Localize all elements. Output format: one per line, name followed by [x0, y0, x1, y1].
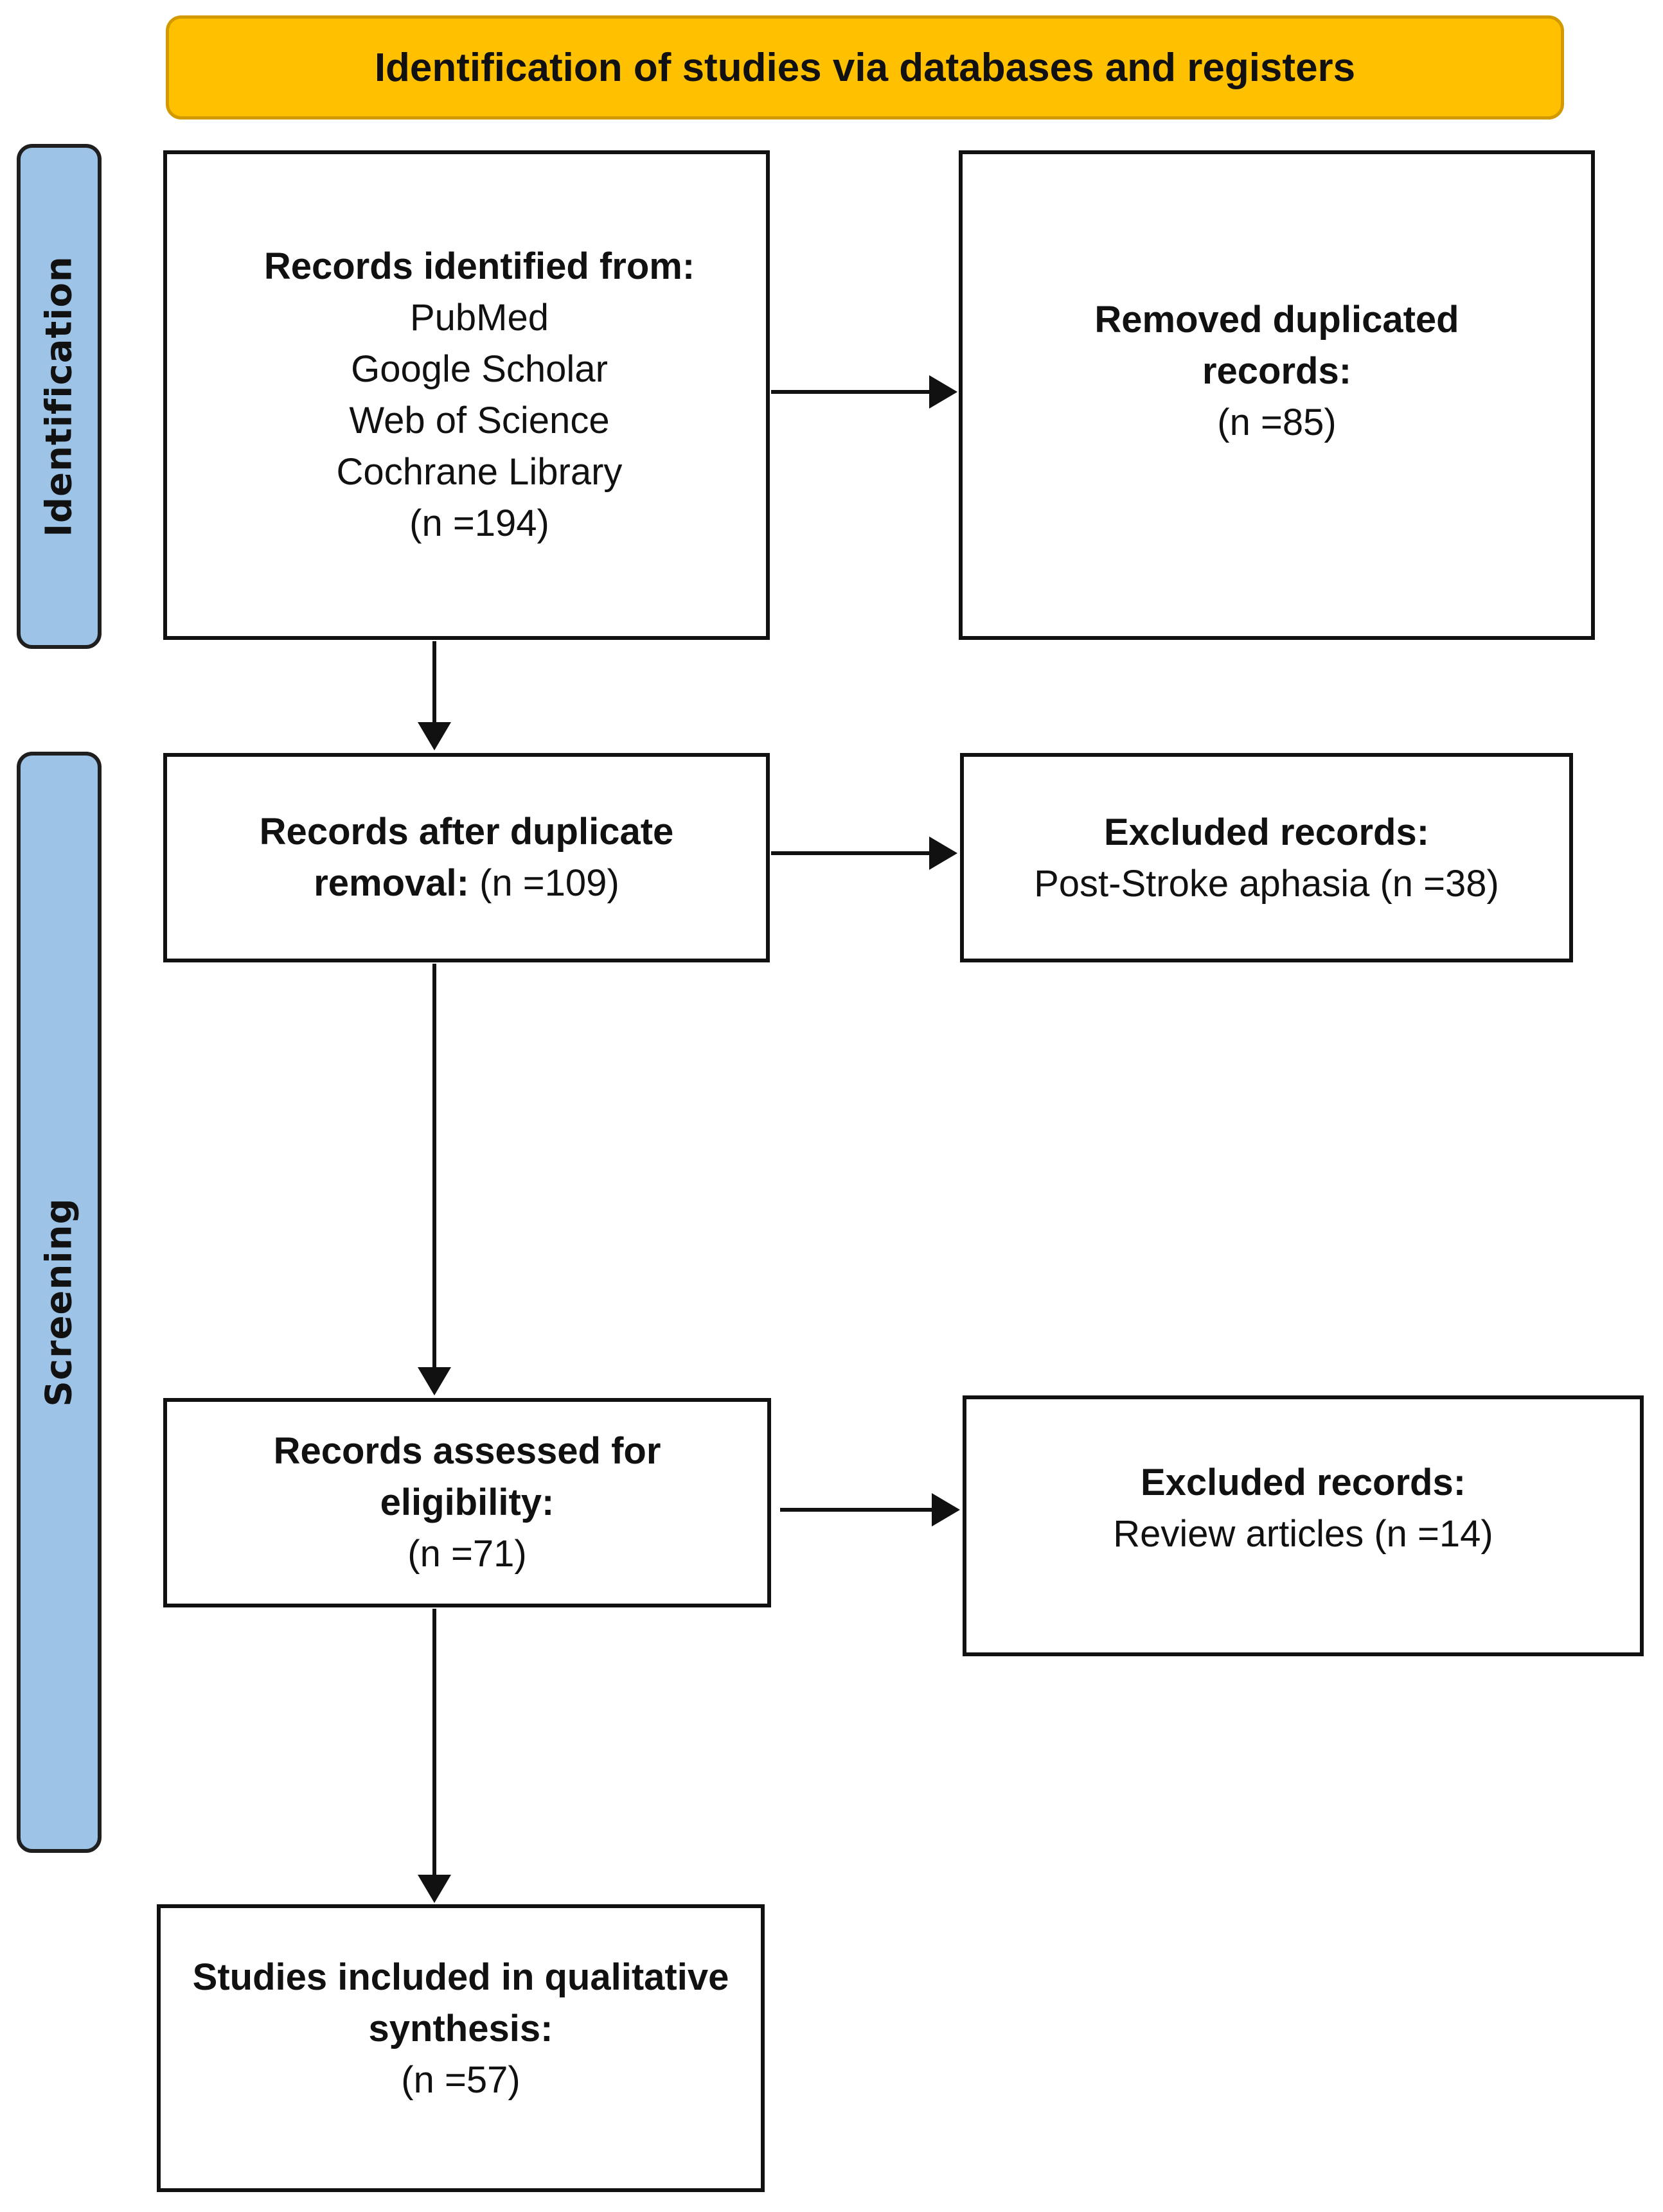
after-duplicate-count: (n =109) [469, 862, 619, 904]
removed-duplicates-box: Removed duplicated records: (n =85) [959, 150, 1595, 640]
included-heading-2: synthesis: [368, 2008, 553, 2049]
arrow-assessed-to-included [418, 1609, 451, 1903]
arrow-identified-to-after-dup [418, 641, 451, 750]
phase-identification: Identification [17, 144, 102, 649]
excluded-aphasia-heading: Excluded records: [1103, 811, 1430, 853]
assessed-heading-2: eligibility: [380, 1482, 555, 1523]
source-pubmed: PubMed [409, 297, 549, 339]
included-count: (n =57) [401, 2059, 520, 2101]
source-google-scholar: Google Scholar [351, 348, 608, 390]
assessed-heading-1: Records assessed for [273, 1430, 661, 1472]
excluded-records-review-box: Excluded records: Review articles (n =14… [963, 1395, 1644, 1656]
source-web-of-science: Web of Science [349, 400, 610, 441]
records-identified-box: Records identified from: PubMed Google S… [163, 150, 770, 640]
banner-title: Identification of studies via databases … [374, 45, 1356, 90]
phase-screening: Screening [17, 752, 102, 1853]
records-identified-heading: Records identified from: [263, 245, 695, 287]
excluded-records-aphasia-box: Excluded records: Post-Stroke aphasia (n… [960, 753, 1573, 962]
arrow-identified-to-duplicates [771, 375, 957, 409]
after-duplicate-heading-2: removal: [314, 862, 469, 904]
arrow-after-dup-to-excluded [771, 836, 957, 870]
assessed-count: (n =71) [407, 1533, 527, 1575]
excluded-review-heading: Excluded records: [1140, 1462, 1466, 1503]
removed-duplicates-count: (n =85) [1217, 402, 1337, 443]
excluded-review-detail: Review articles (n =14) [1113, 1513, 1493, 1555]
studies-included-box: Studies included in qualitative synthesi… [157, 1904, 765, 2192]
after-duplicate-removal-box: Records after duplicate removal: (n =109… [163, 753, 770, 962]
removed-duplicates-heading-2: records: [1202, 350, 1352, 392]
included-heading-1: Studies included in qualitative [192, 1956, 729, 1998]
removed-duplicates-heading-1: Removed duplicated [1094, 299, 1459, 341]
arrow-assessed-to-excluded [780, 1493, 960, 1526]
after-duplicate-heading-1: Records after duplicate [259, 811, 674, 853]
records-identified-count: (n =194) [409, 502, 549, 544]
arrow-after-dup-to-assessed [418, 964, 451, 1395]
identification-banner: Identification of studies via databases … [166, 15, 1564, 119]
assessed-eligibility-box: Records assessed for eligibility: (n =71… [163, 1398, 771, 1607]
excluded-aphasia-detail: Post-Stroke aphasia (n =38) [1034, 863, 1499, 905]
source-cochrane-library: Cochrane Library [336, 451, 623, 493]
